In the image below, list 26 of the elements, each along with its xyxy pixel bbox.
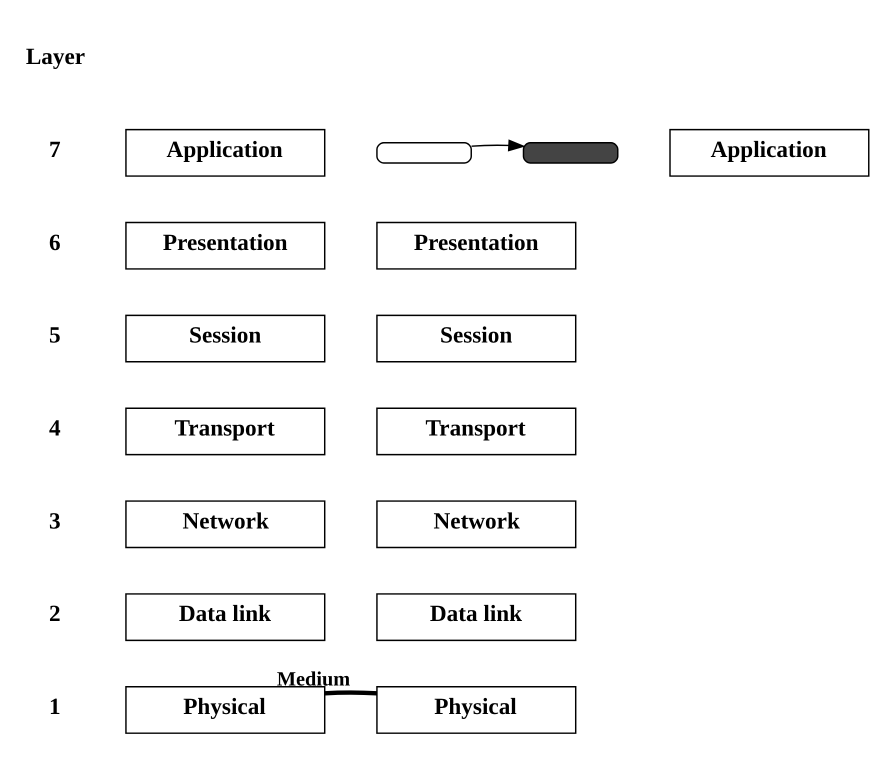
node-box: Application [669, 128, 870, 177]
arrow [472, 139, 526, 152]
label: 3 [49, 508, 61, 534]
label: Layer [26, 44, 86, 70]
node-box [376, 142, 472, 164]
node-box: Data link [125, 593, 326, 642]
connector [324, 690, 378, 696]
node-box: Physical [376, 686, 576, 734]
label: 2 [49, 601, 61, 628]
node-box: Network [376, 500, 576, 548]
node-box: Data link [376, 593, 576, 642]
node-box: Application [125, 128, 326, 177]
label: 5 [49, 322, 61, 349]
node-box: Physical [125, 686, 326, 734]
label: 4 [49, 415, 61, 442]
node-box: Session [376, 314, 576, 363]
node-box: Presentation [125, 222, 326, 270]
node-box: Network [125, 500, 326, 548]
label: 1 [49, 694, 61, 720]
node-box: Session [125, 314, 326, 363]
label: 6 [49, 230, 61, 256]
node-box: Transport [376, 407, 576, 456]
node-box [522, 142, 618, 164]
node-box: Transport [125, 407, 326, 456]
node-box: Presentation [376, 222, 576, 270]
label: 7 [49, 136, 61, 163]
